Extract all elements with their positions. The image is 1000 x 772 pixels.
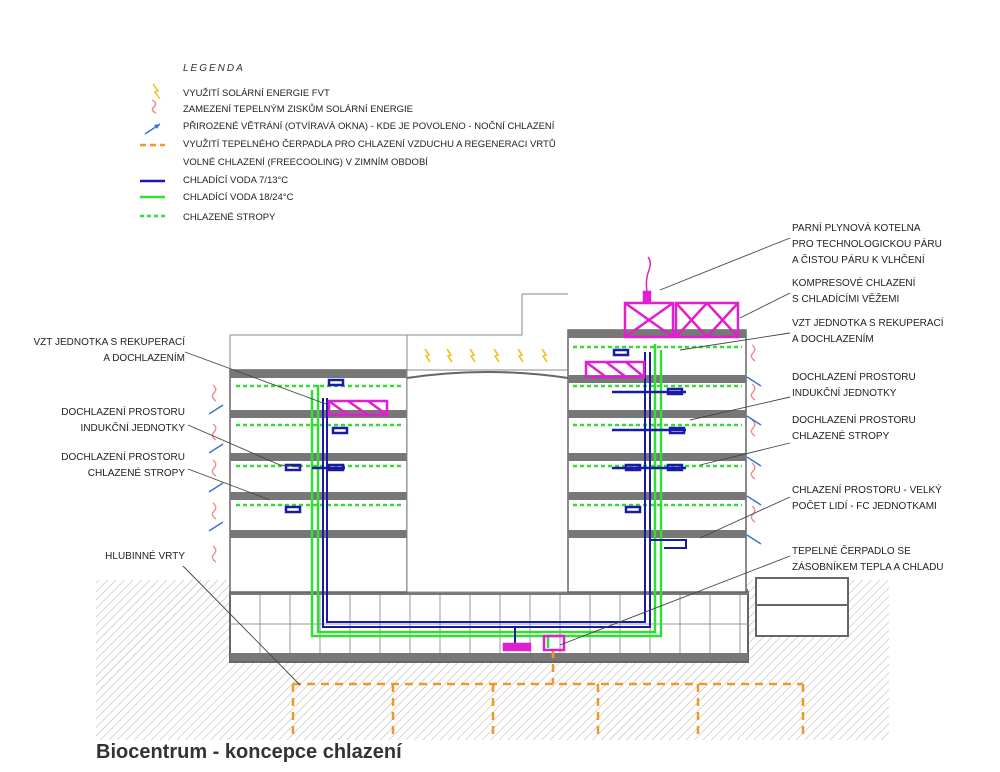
solar-shading-icon <box>750 419 756 437</box>
induction-unit <box>327 378 345 387</box>
solar-shading-icon <box>211 545 217 563</box>
rear-mass-outline-right <box>407 293 568 336</box>
induction-unit <box>284 463 302 472</box>
blue-pipework <box>322 352 687 645</box>
atrium-roof <box>406 371 569 379</box>
ventilation-arrow-icon <box>746 376 762 387</box>
ventilation-arrow-icon <box>746 456 762 467</box>
solar-ray-icon <box>446 348 453 363</box>
chilled-ceilings <box>236 345 742 507</box>
legend-item: PŘIROZENÉ VĚTRÁNÍ (OTVÍRAVÁ OKNA) - KDE … <box>183 121 555 132</box>
rear-mass-outline <box>229 334 408 370</box>
legend-item: CHLAZENÉ STROPY <box>183 212 276 223</box>
right-ahu-unit <box>584 360 646 379</box>
solar-shading-icon <box>211 459 217 477</box>
atrium <box>406 369 569 593</box>
floor-slab <box>568 453 746 461</box>
induction-unit <box>284 505 302 514</box>
basement-grid <box>230 595 748 653</box>
label-left-boreholes: HLUBINNÉ VRTY <box>105 551 185 562</box>
solar-shading-icon <box>151 99 157 114</box>
ventilation-arrow-icon <box>746 415 762 426</box>
legend-symbols <box>140 83 165 218</box>
induction-unit <box>624 505 642 514</box>
diagram-caption: Biocentrum - koncepce chlazení <box>96 741 402 763</box>
ventilation-arrow-icon <box>746 495 762 506</box>
solar-shading-icon <box>211 502 217 520</box>
ventilation-arrow-icon <box>746 534 762 545</box>
ventilation-arrow-icon <box>208 482 224 493</box>
leader-lines <box>182 237 791 686</box>
borehole-header <box>293 650 803 686</box>
legend-item: VYUŽITÍ TEPELNÉHO ČERPADLA PRO CHLAZENÍ … <box>183 139 556 150</box>
floor-slab <box>568 330 746 338</box>
legend-item: ZAMEZENÍ TEPELNÝM ZISKŮM SOLÁRNÍ ENERGIE <box>183 104 413 115</box>
induction-unit <box>612 348 630 357</box>
branch-pipe <box>312 390 686 470</box>
solar-ray-icon <box>493 348 500 363</box>
solar-ray-icon <box>517 348 524 363</box>
legend-item: CHLADÍCÍ VODA 7/13°C <box>183 175 289 186</box>
legend-item: CHLADÍCÍ VODA 18/24°C <box>183 192 294 203</box>
ventilation-arrow-icon <box>208 443 224 454</box>
solar-shading-icon <box>211 384 217 402</box>
solar-shading-icon <box>750 344 756 362</box>
legend-item: VYUŽITÍ SOLÁRNÍ ENERGIE FVT <box>183 88 330 99</box>
left-ahu-unit <box>327 399 389 417</box>
induction-unit <box>331 426 349 435</box>
floor-slab <box>568 375 746 383</box>
green-pipework <box>310 344 663 648</box>
terminal-units <box>284 348 686 514</box>
solar-rays <box>424 348 548 363</box>
solar-shading-icon <box>750 383 756 401</box>
floor-slab <box>230 370 407 378</box>
annex-basement <box>755 577 849 637</box>
floor-slab <box>568 410 746 418</box>
ventilation-arrow-icon <box>208 404 224 415</box>
solar-ray-icon <box>152 83 161 100</box>
right-wing-slabs <box>568 330 746 538</box>
solar-ray-icon <box>541 348 548 363</box>
solar-ray-icon <box>424 348 431 363</box>
deep-boreholes <box>291 650 805 740</box>
floor-slab <box>568 492 746 500</box>
ventilation-arrow-icon <box>208 521 224 532</box>
floor-slab <box>568 530 746 538</box>
legend-item: VOLNÉ CHLAZENÍ (FREECOOLING) V ZIMNÍM OB… <box>183 157 428 168</box>
solar-shading-icon <box>750 462 756 480</box>
legend-title: LEGENDA <box>183 63 245 74</box>
rooftop-chillers <box>623 256 740 339</box>
basement-floor-slab <box>230 653 748 661</box>
solar-ray-icon <box>469 348 476 363</box>
solar-shading-icon <box>211 423 217 441</box>
